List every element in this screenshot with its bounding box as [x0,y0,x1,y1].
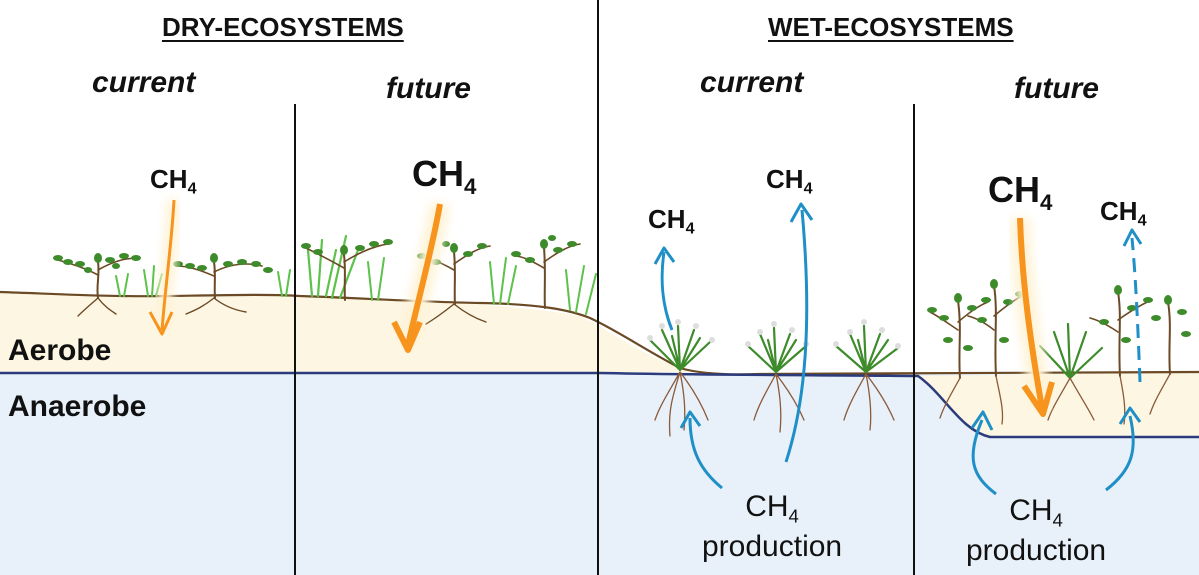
soil-surface [0,290,1199,376]
period-dry-future: future [386,72,471,105]
period-wet-current: current [700,66,804,99]
period-dry-current: current [92,66,196,99]
production-word-wet-future: production [966,534,1107,568]
uptake-arrow-wet-future [1010,217,1055,417]
ch4-label-wet-future-uptake: CH4 [988,169,1053,215]
production-label-wet-future: CH4 production [966,496,1106,566]
ch4-label-wet-current-plant: CH4 [648,204,695,238]
anaerobe-zone [0,374,1199,575]
emission-arrows [653,202,1143,496]
period-wet-future: future [1014,72,1099,105]
ch4-label-dry-future: CH4 [412,153,477,199]
production-label-wet-current: CH4 production [702,492,842,562]
plants-wet-future [927,279,1191,425]
ch4-label-wet-current-diffusion: CH4 [766,164,813,198]
water-table [0,371,1199,439]
uptake-arrow-dry-future [391,202,450,353]
zone-aerobe-label: Aerobe [8,334,112,367]
zone-anaerobe-label: Anaerobe [8,390,147,423]
production-ch4-wet-current: CH4 [745,490,799,527]
production-ch4-wet-future: CH4 [1009,494,1063,531]
ch4-label-dry-current: CH4 [150,164,197,198]
plants-dry-future [301,234,597,325]
header-wet-ecosystems: WET-ECOSYSTEMS [768,12,1014,42]
header-dry-ecosystems: DRY-ECOSYSTEMS [162,12,404,42]
plants-wet-current [647,319,901,437]
ch4-label-wet-future-emission: CH4 [1100,196,1147,230]
uptake-arrow-dry-current [148,199,181,336]
plants-dry-current [53,253,291,317]
production-word-wet-current: production [702,530,843,564]
